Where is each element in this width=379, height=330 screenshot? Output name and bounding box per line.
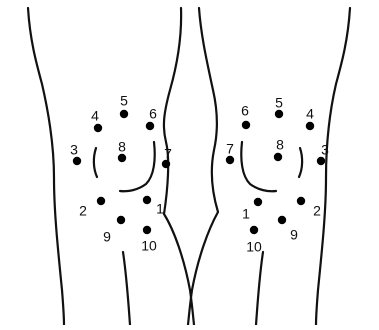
right-acupoint-1-dot — [254, 198, 262, 206]
right-acupoint-10-dot — [250, 226, 258, 234]
right-acupoint-7-dot — [226, 156, 234, 164]
right-acupoint-1-label: 1 — [242, 206, 250, 222]
left-acupoint-6-label: 6 — [149, 106, 157, 122]
left-acupoint-9-label: 9 — [103, 229, 111, 245]
right-acupoint-3-label: 3 — [321, 142, 329, 158]
left-acupoint-3-label: 3 — [70, 142, 78, 158]
right-acupoint-8-dot — [274, 153, 282, 161]
left-acupoint-10-dot — [143, 226, 151, 234]
right-acupoint-6-label: 6 — [241, 103, 249, 119]
right-acupoint-5-label: 5 — [275, 95, 283, 111]
right-knee-lateral-crease — [299, 148, 302, 177]
left-acupoint-3-dot — [73, 157, 81, 165]
left-acupoint-1-label: 1 — [156, 201, 164, 217]
left-shin-line — [123, 252, 130, 325]
left-knee-medial-crease — [94, 148, 97, 177]
left-acupoint-5-dot — [120, 110, 128, 118]
right-acupoint-5-dot — [275, 110, 283, 118]
left-acupoint-7-label: 7 — [164, 146, 172, 162]
left-acupoint-5-label: 5 — [120, 93, 128, 109]
right-acupoint-3-dot — [317, 157, 325, 165]
left-acupoint-8-dot — [118, 154, 126, 162]
right-acupoint-9-label: 9 — [290, 227, 298, 243]
right-acupoint-8-label: 8 — [276, 137, 284, 153]
right-shin-line — [256, 252, 263, 325]
left-acupoint-2-dot — [97, 197, 105, 205]
right-acupoint-10-label: 10 — [246, 239, 262, 255]
left-acupoint-8-label: 8 — [118, 139, 126, 155]
right-acupoint-2-label: 2 — [313, 203, 321, 219]
right-acupoint-6-dot — [242, 121, 250, 129]
left-acupoint-4-label: 4 — [91, 108, 99, 124]
acupoints-layer: 1 2 3 4 5 6 7 8 9 10 1 2 3 4 5 6 7 8 9 10 — [70, 93, 329, 255]
left-acupoint-9-dot — [117, 216, 125, 224]
right-acupoint-2-dot — [297, 197, 305, 205]
right-acupoint-4-label: 4 — [306, 106, 314, 122]
left-acupoint-4-dot — [94, 124, 102, 132]
left-acupoint-2-label: 2 — [79, 203, 87, 219]
right-acupoint-9-dot — [278, 216, 286, 224]
left-leg-outer-contour — [28, 8, 64, 325]
right-acupoint-7-label: 7 — [226, 141, 234, 157]
right-acupoint-4-dot — [306, 122, 314, 130]
right-leg-inner-contour — [188, 8, 218, 325]
left-acupoint-10-label: 10 — [141, 238, 157, 254]
right-leg-outer-contour — [316, 8, 350, 325]
left-acupoint-1-dot — [143, 196, 151, 204]
right-knee-patellar-crease — [241, 142, 276, 191]
left-acupoint-6-dot — [146, 122, 154, 130]
